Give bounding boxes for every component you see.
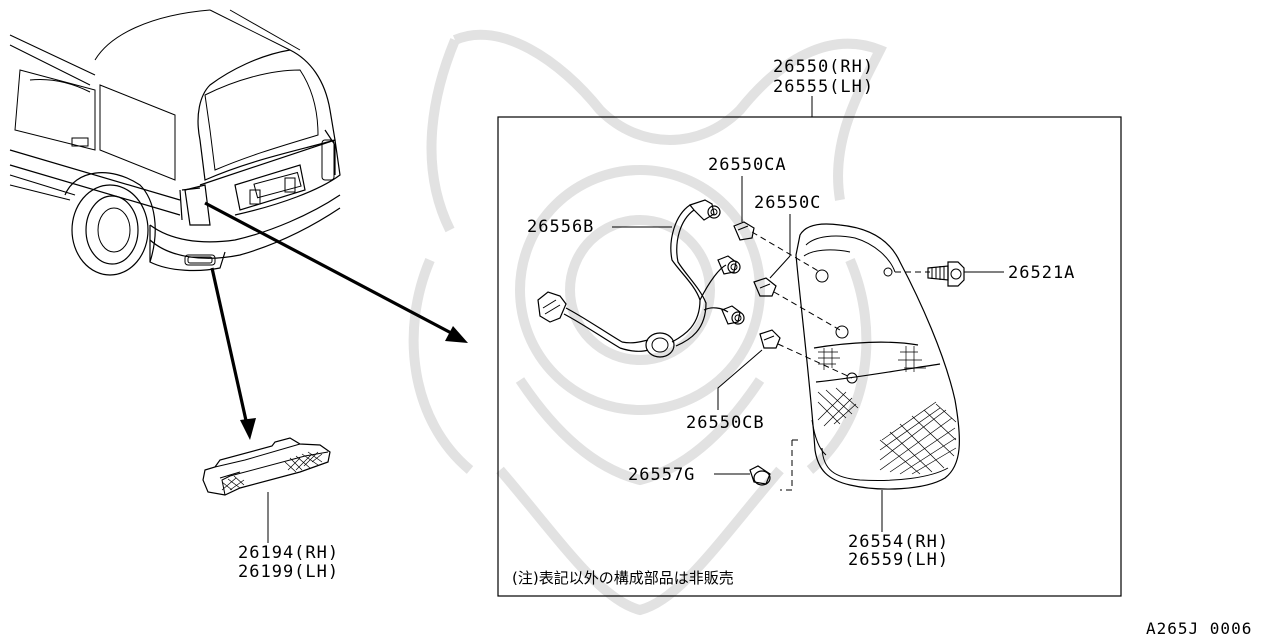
rear-reflector	[202, 437, 331, 496]
watermark-emblem	[408, 29, 887, 616]
wire-harness	[537, 199, 745, 358]
diagram-code: A265J 0006	[1146, 619, 1252, 638]
screw-part	[927, 261, 965, 287]
install-lines	[751, 231, 930, 491]
label-grommet: 26557G	[628, 465, 695, 485]
label-reflector-lh: 26199(LH)	[238, 562, 339, 582]
label-lamp-assy-rh: 26550(RH)	[773, 57, 874, 77]
assembly-frame	[497, 116, 1122, 597]
label-reflector-rh: 26194(RH)	[238, 543, 339, 563]
vehicle-illustration	[9, 9, 341, 276]
grommet-part	[749, 465, 771, 486]
label-socket-ca: 26550CA	[708, 155, 787, 175]
label-screw: 26521A	[1008, 263, 1075, 283]
label-socket-c: 26550C	[754, 193, 821, 213]
label-lamp-assy-lh: 26555(LH)	[773, 77, 874, 97]
label-lens-lh: 26559(LH)	[848, 550, 949, 570]
tail-lamp-lens	[795, 223, 960, 490]
label-socket-cb: 26550CB	[686, 413, 765, 433]
footnote-non-sale: (注)表記以外の構成部品は非販売	[512, 569, 734, 587]
label-lens-rh: 26554(RH)	[848, 532, 949, 552]
label-harness: 26556B	[527, 217, 594, 237]
leader-arrows	[204, 201, 468, 440]
